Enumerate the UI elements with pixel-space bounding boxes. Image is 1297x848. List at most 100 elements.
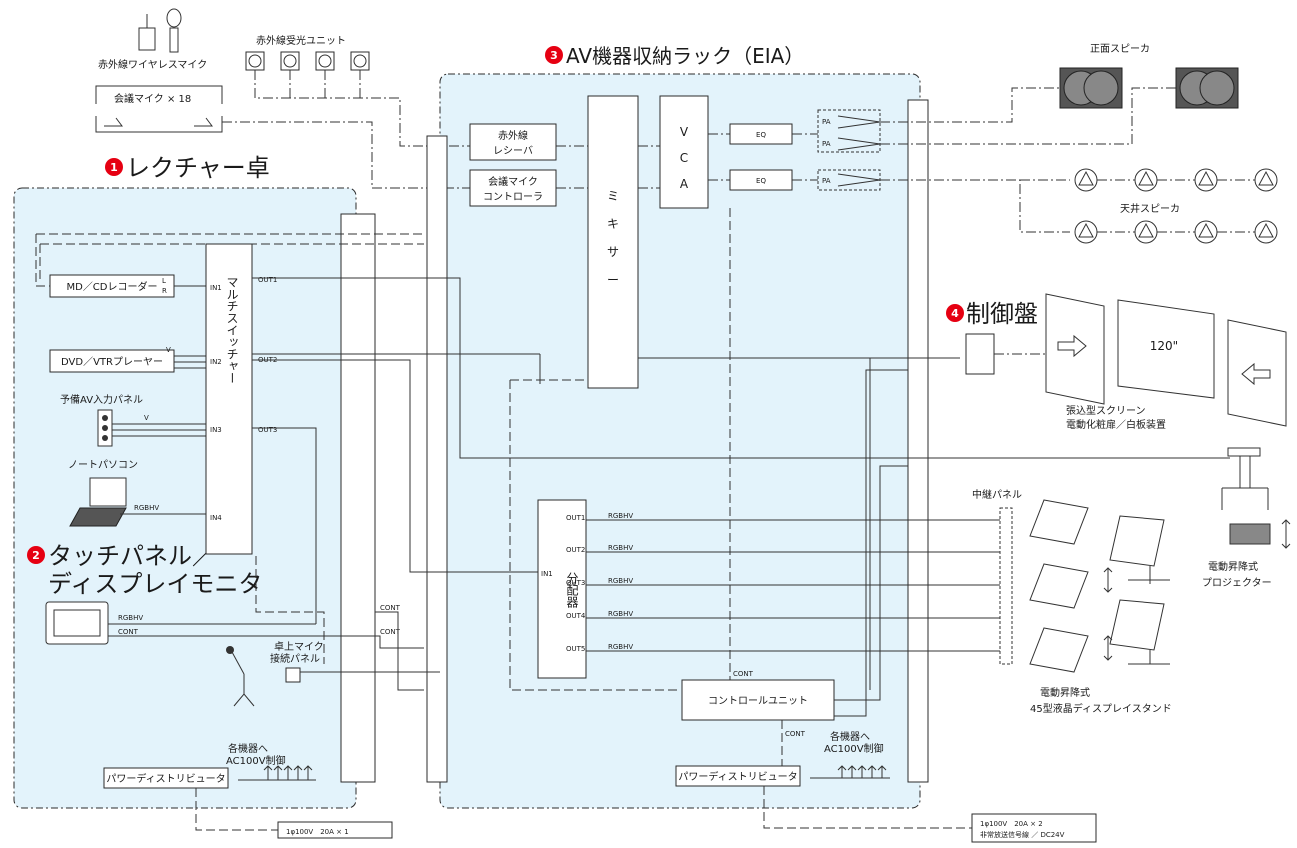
svg-text:V: V — [166, 346, 171, 354]
svg-text:RGBHV: RGBHV — [608, 577, 633, 585]
svg-text:1: 1 — [110, 161, 118, 174]
svg-text:電動化粧扉／白板装置: 電動化粧扉／白板装置 — [1066, 418, 1166, 431]
svg-text:OUT2: OUT2 — [566, 546, 585, 554]
svg-text:マルチスイッチャー: マルチスイッチャー — [225, 276, 239, 384]
svg-text:OUT1: OUT1 — [566, 514, 585, 522]
touch-panel-title: 2 タッチパネル／ ディスプレイモニタ — [27, 542, 262, 598]
svg-text:ー: ー — [607, 273, 619, 287]
svg-text:会議マイク: 会議マイク — [488, 175, 538, 188]
control-panel-icon — [965, 333, 995, 375]
svg-text:張込型スクリーン: 張込型スクリーン — [1066, 404, 1146, 417]
svg-text:分配器: 分配器 — [565, 572, 579, 609]
spare-av-panel — [97, 409, 113, 447]
svg-text:コントロールユニット: コントロールユニット — [708, 696, 808, 707]
power-spec-left — [277, 821, 393, 839]
svg-text:IN1: IN1 — [210, 284, 222, 292]
svg-text:1φ100V 20A × 2: 1φ100V 20A × 2 — [980, 820, 1043, 828]
power-distributor-left — [103, 767, 229, 789]
svg-text:CONT: CONT — [733, 670, 754, 678]
svg-text:接続パネル: 接続パネル — [270, 652, 320, 665]
svg-text:L: L — [162, 277, 166, 285]
lecture-desk-title: 1 レクチャー卓 — [105, 154, 270, 182]
svg-text:OUT3: OUT3 — [258, 426, 277, 434]
ceiling-speaker-icons — [1074, 168, 1278, 244]
svg-text:CONT: CONT — [785, 730, 806, 738]
screen-size: 120" — [1150, 339, 1178, 353]
svg-text:RGBHV: RGBHV — [608, 512, 633, 520]
svg-text:IN4: IN4 — [210, 514, 222, 522]
svg-text:各機器へ: 各機器へ — [830, 730, 870, 743]
svg-text:DVD／VTRプレーヤー: DVD／VTRプレーヤー — [61, 356, 163, 368]
desk-mic-icon — [226, 646, 255, 707]
control-panel-title: 4 制御盤 — [946, 300, 1038, 328]
conf-mic-controller — [469, 169, 557, 207]
svg-text:EQ: EQ — [756, 177, 766, 185]
svg-text:電動昇降式: 電動昇降式 — [1208, 560, 1258, 573]
svg-text:レクチャー卓: レクチャー卓 — [126, 154, 270, 182]
svg-text:RGBHV: RGBHV — [608, 643, 633, 651]
svg-text:パワーディストリビュータ: パワーディストリビュータ — [106, 772, 225, 785]
svg-text:RGBHV: RGBHV — [608, 544, 633, 552]
rack-bus-right — [907, 99, 929, 783]
svg-text:会議マイク × 18: 会議マイク × 18 — [114, 92, 191, 105]
ir-wireless-mic-label: 赤外線ワイヤレスマイク — [98, 58, 207, 71]
svg-text:2: 2 — [32, 549, 40, 562]
svg-text:PA: PA — [822, 177, 831, 185]
ac-arrows-left — [238, 765, 316, 781]
dvd-vtr-player — [49, 349, 175, 373]
desk-mic-panel — [285, 667, 301, 683]
svg-text:AV機器収納ラック（EIA）: AV機器収納ラック（EIA） — [566, 44, 804, 68]
control-unit — [681, 679, 835, 721]
svg-text:レシーバ: レシーバ — [493, 145, 533, 157]
ir-receiver-unit-label: 赤外線受光ユニット — [256, 34, 346, 47]
distributor — [537, 499, 587, 679]
svg-text:キ: キ — [607, 217, 619, 231]
vca — [659, 95, 709, 209]
ceiling-speaker-label: 天井スピーカ — [1120, 202, 1180, 215]
svg-text:各機器へ: 各機器へ — [228, 742, 268, 755]
svg-text:MD／CDレコーダー: MD／CDレコーダー — [66, 280, 157, 293]
laptop-icon — [69, 477, 127, 527]
svg-text:A: A — [680, 177, 689, 191]
svg-text:EQ: EQ — [756, 131, 766, 139]
svg-text:V: V — [680, 125, 689, 139]
laptop-label: ノートパソコン — [68, 459, 138, 471]
svg-text:OUT4: OUT4 — [566, 612, 586, 620]
mixer — [587, 95, 639, 389]
svg-text:RGBHV: RGBHV — [134, 504, 159, 512]
svg-text:PA: PA — [822, 140, 831, 148]
svg-text:サ: サ — [607, 245, 619, 259]
ir-wireless-mic-icon — [138, 8, 182, 53]
touch-panel-icon — [45, 601, 109, 645]
svg-text:4: 4 — [951, 307, 959, 320]
svg-text:ミ: ミ — [607, 189, 619, 203]
svg-text:CONT: CONT — [380, 604, 401, 612]
svg-text:R: R — [162, 287, 167, 295]
front-speaker-label: 正面スピーカ — [1090, 43, 1150, 55]
relay-panel — [999, 507, 1013, 665]
svg-text:C: C — [680, 151, 688, 165]
svg-text:IN1: IN1 — [541, 570, 553, 578]
rack-title: 3 AV機器収納ラック（EIA） — [545, 44, 804, 68]
desk-bus — [340, 213, 376, 783]
matrix-switcher — [205, 243, 253, 555]
svg-text:制御盤: 制御盤 — [966, 300, 1038, 328]
power-spec-right — [971, 813, 1097, 843]
rack-bus-left — [426, 135, 448, 783]
svg-text:3: 3 — [550, 49, 558, 62]
svg-text:1φ100V 20A × 1: 1φ100V 20A × 1 — [286, 828, 349, 836]
svg-text:PA: PA — [822, 118, 831, 126]
projector-lift-icon — [1221, 447, 1291, 549]
svg-text:コントローラ: コントローラ — [483, 191, 543, 203]
ac-arrows-right — [810, 765, 890, 779]
svg-text:IN3: IN3 — [210, 426, 222, 434]
ir-receiver-units — [245, 51, 370, 71]
display-stands — [1029, 499, 1170, 673]
svg-text:非常放送信号線 ／ DC24V: 非常放送信号線 ／ DC24V — [980, 830, 1065, 839]
svg-text:ディスプレイモニタ: ディスプレイモニタ — [48, 570, 262, 598]
svg-text:パワーディストリビュータ: パワーディストリビュータ — [678, 770, 797, 783]
svg-text:AC100V制御: AC100V制御 — [824, 742, 884, 755]
svg-text:RGBHV: RGBHV — [608, 610, 633, 618]
svg-text:プロジェクター: プロジェクター — [1202, 577, 1272, 589]
